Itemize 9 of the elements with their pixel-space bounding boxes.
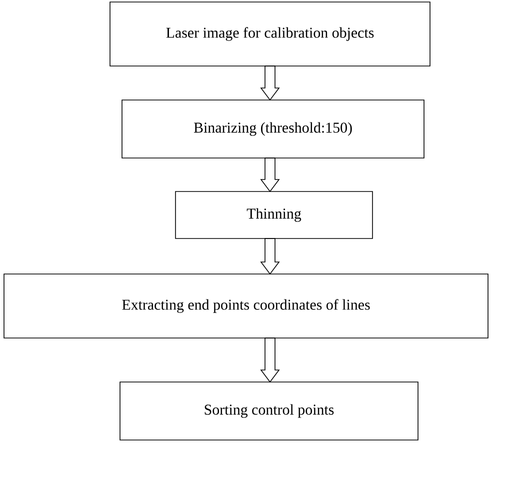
block-arrow xyxy=(260,338,280,383)
process-box: Laser image for calibration objects xyxy=(110,2,430,66)
process-box: Thinning xyxy=(175,191,373,239)
process-box: Binarizing (threshold:150) xyxy=(122,100,424,158)
block-arrow xyxy=(260,158,280,192)
process-box: Sorting control points xyxy=(120,382,418,440)
block-arrow xyxy=(260,66,280,101)
process-box: Extracting end points coordinates of lines xyxy=(4,274,488,338)
block-arrow xyxy=(260,238,280,275)
